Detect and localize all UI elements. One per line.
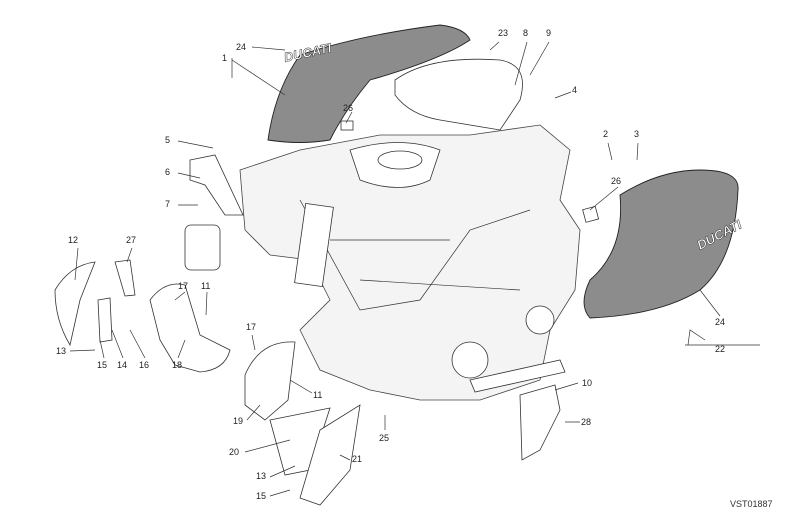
callout-2: 2 <box>603 129 608 139</box>
callout-8: 8 <box>523 28 528 38</box>
callout-26-right: 26 <box>611 176 621 186</box>
hose-27 <box>114 259 136 297</box>
callout-1: 1 <box>222 53 227 63</box>
callout-4: 4 <box>572 85 577 95</box>
callout-15: 15 <box>97 360 107 370</box>
callout-13-lower: 13 <box>256 471 266 481</box>
callout-19: 19 <box>233 416 243 426</box>
callout-25: 25 <box>379 433 389 443</box>
callout-13: 13 <box>56 346 66 356</box>
callout-3: 3 <box>634 129 639 139</box>
callout-9: 9 <box>546 28 551 38</box>
fairing-21 <box>299 404 361 506</box>
callout-20: 20 <box>229 447 239 457</box>
left-fairing-12 <box>54 261 96 347</box>
air-duct-18 <box>149 283 231 373</box>
callout-22: 22 <box>715 344 725 354</box>
callout-28: 28 <box>581 417 591 427</box>
callout-23: 23 <box>498 28 508 38</box>
callout-7: 7 <box>165 199 170 209</box>
callout-21: 21 <box>352 454 362 464</box>
duct-19 <box>244 341 296 421</box>
pad-26-top <box>340 120 354 131</box>
callout-16: 16 <box>139 360 149 370</box>
fuel-pump <box>184 224 221 271</box>
callout-24-right: 24 <box>715 317 725 327</box>
bracket-part <box>189 154 244 216</box>
cover-10 <box>519 384 561 461</box>
callout-15-lower: 15 <box>256 491 266 501</box>
tank-upper-cover <box>394 58 523 131</box>
callout-27: 27 <box>126 235 136 245</box>
callout-17: 17 <box>178 281 188 291</box>
side-panel-right: DUCATI <box>583 169 745 319</box>
panel-14 <box>97 297 113 343</box>
drawing-code: VST01887 <box>730 499 773 509</box>
callout-17-lower: 17 <box>246 322 256 332</box>
callout-11: 11 <box>201 281 210 291</box>
callout-24: 24 <box>236 42 246 52</box>
pad-26 <box>582 205 600 223</box>
callout-12: 12 <box>68 235 78 245</box>
leader-lines <box>69 41 760 497</box>
callout-26: 26 <box>343 103 353 113</box>
callout-14: 14 <box>117 360 127 370</box>
callout-18: 18 <box>172 360 182 370</box>
motorcycle-frame-engine <box>239 124 581 401</box>
callout-11-lower: 11 <box>313 390 322 400</box>
callouts: 24 1 23 8 9 4 26 5 6 7 2 3 26 12 27 17 1… <box>56 28 725 501</box>
callout-6: 6 <box>165 167 170 177</box>
callout-5: 5 <box>165 135 170 145</box>
callout-10: 10 <box>582 378 592 388</box>
